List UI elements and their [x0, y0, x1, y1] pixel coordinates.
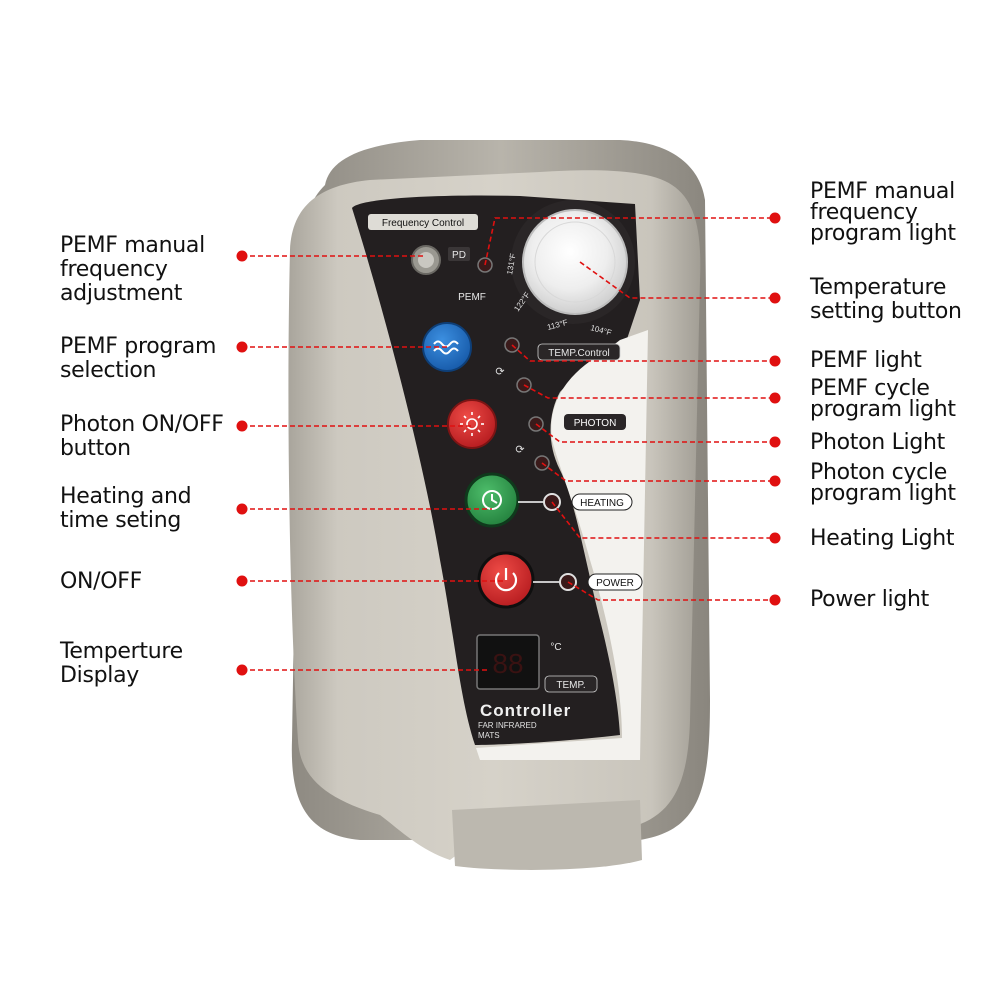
sun-icon: [460, 412, 484, 436]
housing-stand: [452, 800, 642, 870]
power-label: POWER: [596, 578, 634, 589]
far-infrared-label: FAR INFRARED: [478, 721, 537, 730]
temperature-setting-knob[interactable]: [522, 209, 628, 315]
celsius-label: °C: [550, 642, 561, 653]
pemf-cycle-icon: ⟳: [495, 366, 504, 378]
temperature-display: [476, 634, 540, 690]
callout-temperature-display: Temperture Display: [60, 639, 183, 688]
power-icon: [494, 568, 518, 592]
frequency-control-label: Frequency Control: [382, 218, 464, 229]
photon-on-off-button[interactable]: [447, 399, 497, 449]
faceplate-white-area: [476, 330, 648, 760]
pd-label: PD: [452, 250, 466, 261]
temperature-display-digits: 88: [492, 648, 523, 679]
mats-label: MATS: [478, 731, 500, 740]
leader-lines-left: [242, 255, 506, 671]
controller-title: Controller: [480, 701, 571, 720]
callout-power-light: Power light: [810, 587, 929, 612]
callout-photon-cycle-program-light: Photon cycle program light: [810, 460, 956, 506]
callout-pemf-light: PEMF light: [810, 348, 922, 373]
callout-pemf-program-selection: PEMF program selection: [60, 334, 217, 383]
leader-dots-left: [236, 250, 248, 676]
photon-label: PHOTON: [574, 418, 617, 429]
callout-pemf-cycle-program-light: PEMF cycle program light: [810, 376, 956, 422]
dial-scale-1: 131°F: [505, 253, 518, 276]
callout-photon-light: Photon Light: [810, 430, 945, 455]
photon-cycle-icon: ⟳: [515, 444, 524, 456]
pemf-label: PEMF: [458, 292, 486, 303]
leader-dots-right: [769, 212, 781, 606]
callout-photon-on-off-button: Photon ON/OFF button: [60, 412, 224, 461]
temp-label: TEMP.: [556, 680, 585, 691]
temp-control-label: TEMP.Control: [548, 348, 610, 359]
callout-pemf-manual-frequency-program-light: PEMF manual frequency program light: [810, 179, 956, 246]
callout-on-off: ON/OFF: [60, 569, 143, 594]
callout-heating-light: Heating Light: [810, 526, 955, 551]
faceplate: [352, 195, 640, 745]
leader-lines-right: [484, 217, 775, 601]
callout-temperature-setting-button: Temperature setting button: [810, 275, 962, 324]
callout-heating-and-time-setting: Heating and time seting: [60, 484, 192, 533]
callout-pemf-manual-frequency-adjustment: PEMF manual frequency adjustment: [60, 233, 205, 306]
heating-label: HEATING: [580, 498, 624, 509]
